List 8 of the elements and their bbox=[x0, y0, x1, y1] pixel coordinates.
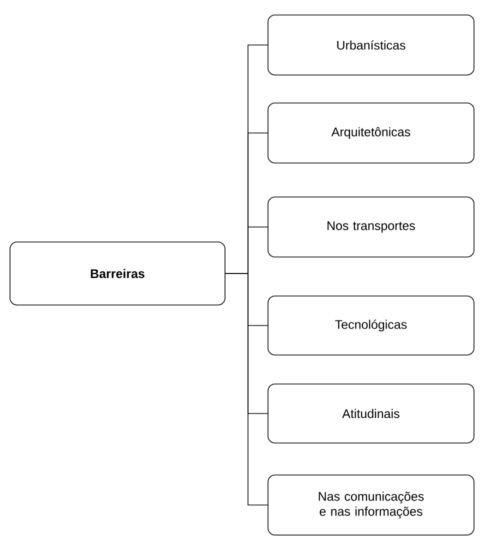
category-box: Nos transportes bbox=[268, 196, 474, 258]
category-box: Urbanísticas bbox=[268, 14, 474, 76]
root-box: Barreiras bbox=[10, 242, 226, 306]
connector-line bbox=[225, 273, 268, 506]
category-box: Nas comunicações e nas informações bbox=[268, 474, 474, 536]
category-box: Tecnológicas bbox=[268, 296, 474, 356]
category-box: Arquitetônicas bbox=[268, 102, 474, 164]
category-box: Atitudinais bbox=[268, 384, 474, 444]
